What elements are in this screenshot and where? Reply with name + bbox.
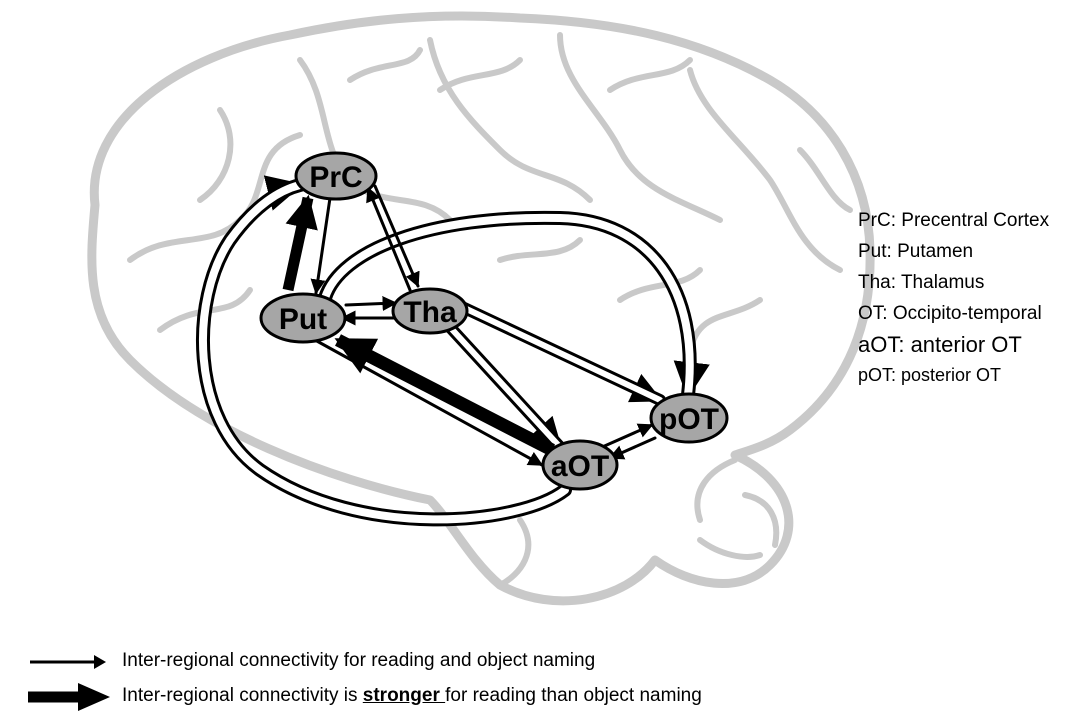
- node-label-Tha: Tha: [403, 296, 457, 329]
- node-Tha: Tha: [393, 289, 467, 333]
- node-Put: Put: [261, 294, 345, 342]
- connection-strong-Put-to-PrC: [288, 198, 308, 290]
- legend-thick-suffix: for reading than object naming: [445, 685, 702, 706]
- node-PrC: PrC: [296, 153, 376, 199]
- legend-thick-strong: stronger: [363, 685, 445, 706]
- node-label-aOT: aOT: [551, 450, 609, 483]
- node-label-Put: Put: [279, 303, 327, 336]
- legend-thick-label: Inter-regional connectivity is stronger …: [122, 685, 702, 707]
- legend-thin-label: Inter-regional connectivity for reading …: [122, 650, 595, 672]
- connection-Put-to-Tha: [346, 303, 396, 305]
- connection-aOT-to-pOT: [600, 425, 652, 448]
- legend-thin-arrow: [30, 655, 106, 669]
- connection-aOT-to-PrC: [203, 185, 565, 519]
- connection-Put-to-aOT: [315, 340, 542, 465]
- abbrev-Put: Put: Putamen: [858, 236, 1049, 267]
- node-aOT: aOT: [543, 441, 617, 489]
- abbrev-aOT: aOT: anterior OT: [858, 329, 1049, 360]
- node-label-PrC: PrC: [309, 161, 362, 194]
- abbrev-PrC: PrC: Precentral Cortex: [858, 205, 1049, 236]
- abbrev-Tha: Tha: Thalamus: [858, 267, 1049, 298]
- node-label-pOT: pOT: [659, 403, 719, 436]
- connection-Tha-pOT: [458, 305, 660, 400]
- legend-thick-prefix: Inter-regional connectivity is: [122, 685, 363, 706]
- abbrev-OT: OT: Occipito-temporal: [858, 298, 1049, 329]
- abbrev-pOT: pOT: posterior OT: [858, 360, 1049, 391]
- node-pOT: pOT: [651, 394, 727, 442]
- legend-thick-arrow: [28, 683, 110, 711]
- abbreviation-legend: PrC: Precentral Cortex Put: Putamen Tha:…: [858, 205, 1049, 391]
